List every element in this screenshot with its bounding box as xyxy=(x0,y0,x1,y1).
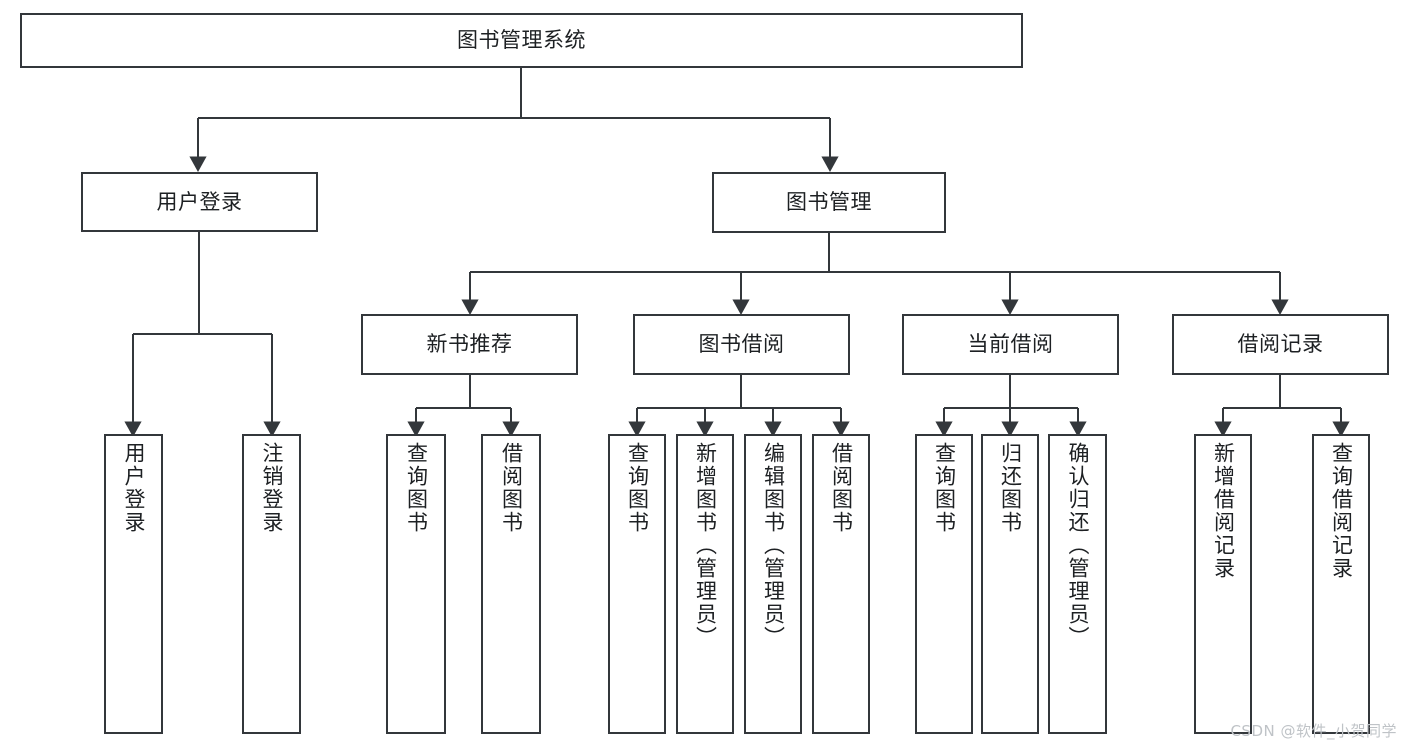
node-book-borrow-label: 图书借阅 xyxy=(698,332,785,357)
node-root-label: 图书管理系统 xyxy=(457,28,586,53)
leaf-label: 查询图书 xyxy=(404,442,429,534)
leaf-label: 借阅图书 xyxy=(829,442,854,534)
node-new-book-recommend[interactable]: 新书推荐 xyxy=(361,314,578,375)
node-new-book-recommend-label: 新书推荐 xyxy=(426,332,513,357)
leaf-label: 归还图书 xyxy=(998,442,1023,534)
leaf-label: 新增图书（管理员） xyxy=(693,442,718,649)
leaf-label: 注销登录 xyxy=(260,442,284,534)
node-current-borrow[interactable]: 当前借阅 xyxy=(902,314,1119,375)
node-borrow-record[interactable]: 借阅记录 xyxy=(1172,314,1389,375)
leaf-label: 查询借阅记录 xyxy=(1329,442,1354,580)
node-current-borrow-label: 当前借阅 xyxy=(967,332,1054,357)
node-book-management-label: 图书管理 xyxy=(786,190,872,215)
leaf-label: 用户登录 xyxy=(122,442,146,534)
node-book-management[interactable]: 图书管理 xyxy=(712,172,946,233)
leaf-label: 借阅图书 xyxy=(499,442,524,534)
leaf-current-return-book[interactable]: 归还图书 xyxy=(981,434,1039,734)
leaf-current-confirm-return-admin[interactable]: 确认归还（管理员） xyxy=(1048,434,1107,734)
leaf-label: 查询图书 xyxy=(932,442,957,534)
leaf-record-add-record[interactable]: 新增借阅记录 xyxy=(1194,434,1252,734)
node-book-borrow[interactable]: 图书借阅 xyxy=(633,314,850,375)
leaf-borrow-edit-book-admin[interactable]: 编辑图书（管理员） xyxy=(744,434,802,734)
leaf-record-query-record[interactable]: 查询借阅记录 xyxy=(1312,434,1370,734)
leaf-user-login-logout[interactable]: 注销登录 xyxy=(242,434,301,734)
node-user-login-label: 用户登录 xyxy=(156,189,243,214)
leaf-borrow-borrow-book[interactable]: 借阅图书 xyxy=(812,434,870,734)
node-user-login[interactable]: 用户登录 xyxy=(81,172,318,232)
leaf-borrow-add-book-admin[interactable]: 新增图书（管理员） xyxy=(676,434,734,734)
leaf-current-query-book[interactable]: 查询图书 xyxy=(915,434,973,734)
leaf-label: 确认归还（管理员） xyxy=(1066,442,1090,649)
leaf-user-login-login[interactable]: 用户登录 xyxy=(104,434,163,734)
leaf-borrow-query-book[interactable]: 查询图书 xyxy=(608,434,666,734)
node-root[interactable]: 图书管理系统 xyxy=(20,13,1023,68)
leaf-label: 查询图书 xyxy=(625,442,650,534)
leaf-label: 新增借阅记录 xyxy=(1211,442,1236,580)
leaf-recommend-query-book[interactable]: 查询图书 xyxy=(386,434,446,734)
node-borrow-record-label: 借阅记录 xyxy=(1237,332,1324,357)
leaf-recommend-borrow-book[interactable]: 借阅图书 xyxy=(481,434,541,734)
leaf-label: 编辑图书（管理员） xyxy=(761,442,786,649)
